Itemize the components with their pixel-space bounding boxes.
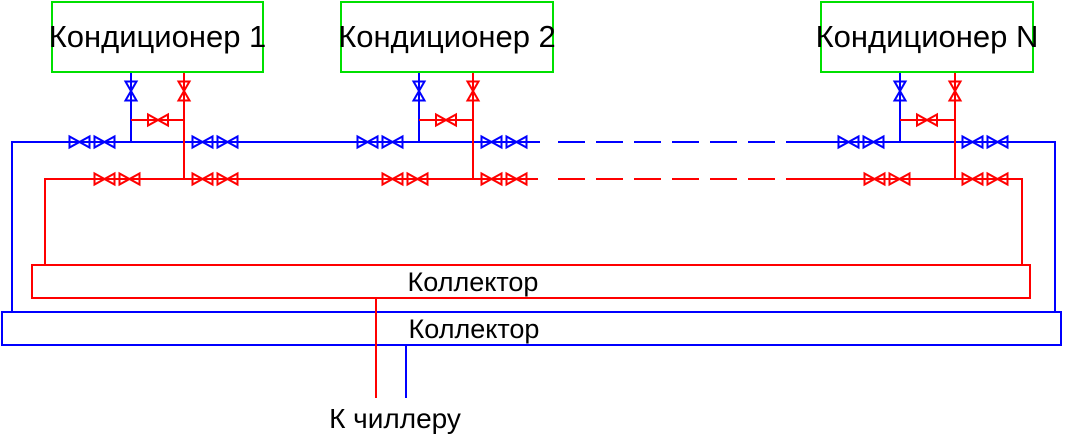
unit-1-label: Кондиционер 1 [49,19,267,54]
supply-collector-label: Коллектор [408,267,539,297]
unit-n: Кондиционер N [816,1,1039,185]
unit-2-label: Кондиционер 2 [338,19,556,54]
unit-1-box [51,1,264,73]
unit-2: Кондиционер 2 [338,1,556,185]
return-collector-label: Коллектор [409,314,540,344]
unit-n-box [820,1,1034,73]
chiller-label: К чиллеру [329,403,461,434]
supply-main-left [44,178,538,265]
return-collector-box [1,311,1062,346]
supply-collector-box [31,264,1031,299]
return-main-left [11,141,540,312]
unit-1: Кондиционер 1 [49,1,267,185]
unit-n-label: Кондиционер N [816,19,1039,54]
supply-main-right [811,178,1023,265]
main-lines [11,141,1056,312]
return-main-right [810,141,1056,312]
unit-2-box [340,1,554,73]
